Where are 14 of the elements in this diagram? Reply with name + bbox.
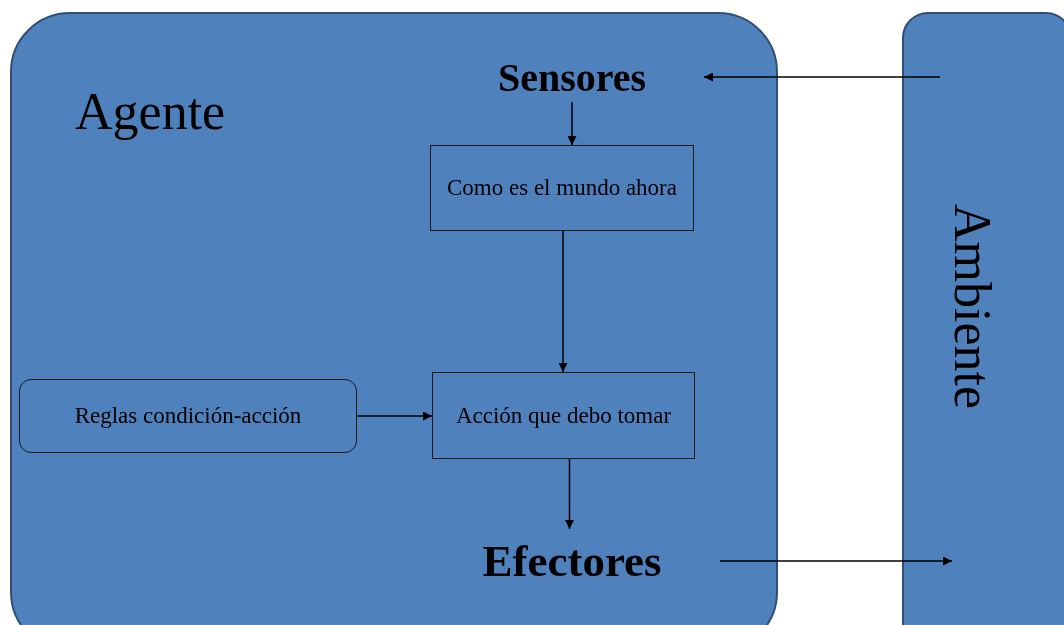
panel-title: Agente <box>75 86 226 138</box>
node-label: Sensores <box>460 52 684 102</box>
arrow <box>558 230 568 373</box>
panel-title: Ambiente <box>946 204 998 410</box>
process-box: Como es el mundo ahora <box>430 145 694 231</box>
process-box: Acción que debo tomar <box>432 372 695 459</box>
arrow <box>567 101 577 146</box>
node-label: Efectores <box>444 529 700 593</box>
agent-panel <box>10 12 778 625</box>
arrow <box>703 72 941 82</box>
arrow <box>719 556 953 566</box>
arrow <box>565 458 574 530</box>
arrow <box>356 411 433 421</box>
environment-panel <box>902 12 1064 625</box>
